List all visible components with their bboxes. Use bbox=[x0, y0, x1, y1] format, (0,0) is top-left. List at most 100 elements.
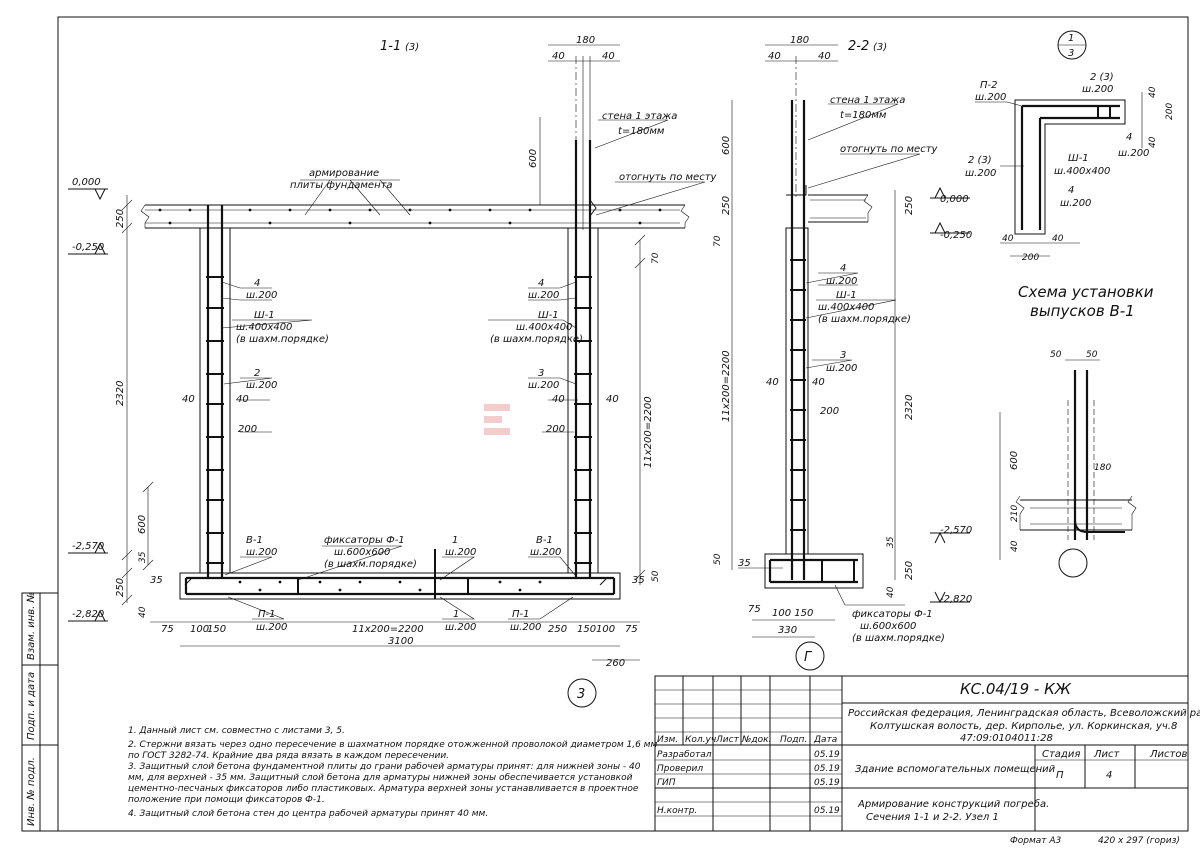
drawing-label: Лист bbox=[1093, 749, 1121, 760]
drawing-label: 4 bbox=[1106, 770, 1112, 781]
drawing-label: (в шахм.порядке) bbox=[324, 559, 417, 570]
node-1-scheme: 1 3 40 200 40 П-2 ш.200 2 (3) ш.200 4 ш.… bbox=[965, 30, 1175, 578]
drawing-label: 50 bbox=[1086, 350, 1098, 360]
drawing-label: 35 bbox=[738, 558, 751, 569]
drawing-label: 1 bbox=[452, 535, 458, 546]
drawing-label: Изм. bbox=[657, 735, 678, 745]
drawing-label: 2 (3) bbox=[1090, 72, 1114, 83]
drawing-label: цементно-песчаных фиксаторов либо пласти… bbox=[128, 784, 639, 794]
title-block: КС.04/19 - КЖ Российская федерация, Лени… bbox=[654, 675, 1200, 832]
drawing-label: 100 bbox=[190, 624, 209, 635]
drawing-label: -0,250 bbox=[940, 230, 972, 241]
drawing-label: 4 bbox=[840, 263, 846, 274]
level-2570-left: -2,570 bbox=[72, 541, 104, 552]
drawing-label: 1 bbox=[453, 609, 459, 620]
drawing-label: 250 bbox=[904, 561, 915, 580]
side-label-inv: Инв. № подл. bbox=[26, 757, 37, 826]
drawing-label: -2,570 bbox=[940, 525, 972, 536]
doc-code: КС.04/19 - КЖ bbox=[960, 680, 1072, 698]
sheet-frame bbox=[57, 16, 1189, 832]
drawing-label: ш.200 bbox=[510, 622, 541, 633]
drawing-label: ш.200 bbox=[246, 290, 277, 301]
drawing-label: 3 bbox=[577, 687, 585, 702]
drawing-label: 35 bbox=[150, 575, 163, 586]
dim-11x200-bottom: 11х200=2200 bbox=[352, 624, 424, 635]
drawing-label: 3 bbox=[1068, 48, 1074, 59]
drawing-label: t=180мм bbox=[840, 110, 887, 121]
drawing-label: 40 bbox=[606, 394, 619, 405]
drawing-label: отогнуть по месту bbox=[840, 144, 939, 155]
drawing-label: 05.19 bbox=[814, 750, 840, 760]
wall-t-label-11: t=180мм bbox=[618, 126, 665, 137]
drawing-label: Стадия bbox=[1042, 749, 1080, 760]
drawing-label: 600 bbox=[721, 136, 732, 155]
drawing-label: Проверил bbox=[657, 764, 703, 774]
drawing-label: Ш-1 bbox=[254, 310, 275, 321]
drawing-label: 40 bbox=[1002, 234, 1014, 244]
drawing-label: (3) bbox=[873, 42, 887, 53]
dim-50-right: 50 bbox=[651, 570, 661, 582]
drawing-label: ш.200 bbox=[445, 547, 476, 558]
drawing-label: ш.200 bbox=[965, 168, 996, 179]
drawing-label: 40 bbox=[768, 51, 781, 62]
section-1-1-sheet: (3) bbox=[405, 42, 419, 53]
dim-40-top-l: 40 bbox=[552, 51, 565, 62]
drawing-label: В-1 bbox=[536, 535, 553, 546]
drawing-label: 3 bbox=[840, 350, 846, 361]
drawing-label: 330 bbox=[778, 625, 797, 636]
drawing-label: 75 bbox=[748, 604, 761, 615]
drawing-label: 180 bbox=[790, 35, 809, 46]
drawing-label: 4 bbox=[1068, 185, 1074, 196]
drawing-label: ш.200 bbox=[1118, 148, 1149, 159]
drawing-label: мм, для верхней - 35 мм. Защитный слой б… bbox=[128, 773, 633, 783]
drawing-label: Листов bbox=[1149, 749, 1187, 760]
drawing-label: ш.200 bbox=[530, 547, 561, 558]
drawing-label: ш.200 bbox=[528, 290, 559, 301]
drawing-label: 11х200=2200 bbox=[721, 350, 732, 422]
dim-180-top: 180 bbox=[576, 35, 595, 46]
drawing-label: ш.200 bbox=[975, 92, 1006, 103]
drawing-label: 250 bbox=[548, 624, 567, 635]
side-label-replace: Взам. инв. № bbox=[26, 592, 37, 660]
drawing-label: 4. Защитный слой бетона стен до центра р… bbox=[128, 809, 488, 819]
drawing-label: 1 bbox=[1068, 33, 1074, 44]
wall-label-11: стена 1 этажа bbox=[602, 111, 677, 122]
drawing-label: Здание вспомогательных помещений bbox=[855, 764, 1056, 775]
drawing-label: 75 bbox=[161, 624, 174, 635]
drawing-label: 35 bbox=[632, 575, 645, 586]
drawing-label: ш.200 bbox=[528, 380, 559, 391]
drawing-label: ш.400х400 bbox=[516, 322, 572, 333]
drawing-label: 4 bbox=[254, 278, 260, 289]
level-2820-left: -2,820 bbox=[72, 609, 104, 620]
drawing-label: Г bbox=[804, 650, 813, 665]
drawing-label: положение при помощи фиксаторов Ф-1. bbox=[128, 795, 325, 805]
drawing-label: 40 bbox=[818, 51, 831, 62]
side-stamp: Взам. инв. № Подп. и дата Инв. № подл. bbox=[21, 592, 59, 832]
drawing-label: 210 bbox=[1010, 505, 1020, 522]
dim-40-left: 40 bbox=[138, 606, 148, 618]
drawing-label: 40 bbox=[1148, 86, 1158, 98]
drawing-label: 40 bbox=[812, 377, 825, 388]
drawing-label: 600 bbox=[1009, 451, 1020, 470]
drawing-label: ш.400х400 bbox=[818, 302, 874, 313]
drawing-label: (в шахм.порядке) bbox=[852, 633, 945, 644]
drawing-label: ш.200 bbox=[445, 622, 476, 633]
drawing-label: 40 bbox=[1052, 234, 1064, 244]
drawing-label: Н.контр. bbox=[657, 806, 697, 816]
drawing-label: 0,000 bbox=[940, 194, 969, 205]
drawing-label: 250 bbox=[721, 196, 732, 215]
slab-label-1: армирование bbox=[309, 168, 379, 179]
drawing-label: 40 bbox=[1010, 540, 1020, 552]
drawing-label: ш.200 bbox=[246, 547, 277, 558]
drawing-label: 150 bbox=[207, 624, 226, 635]
drawing-label: (в шахм.порядке) bbox=[490, 334, 583, 345]
drawing-label: 05.19 bbox=[814, 806, 840, 816]
dim-600-top: 600 bbox=[528, 149, 539, 168]
drawing-label: Ш-1 bbox=[836, 290, 857, 301]
drawing-label: 200 bbox=[1165, 103, 1175, 120]
level-0: 0,000 bbox=[72, 177, 101, 188]
drawing-label: П-2 bbox=[980, 80, 998, 91]
drawing-label: 4 bbox=[1126, 132, 1132, 143]
notes: 1. Данный лист см. совместно с листами 3… bbox=[128, 726, 657, 819]
